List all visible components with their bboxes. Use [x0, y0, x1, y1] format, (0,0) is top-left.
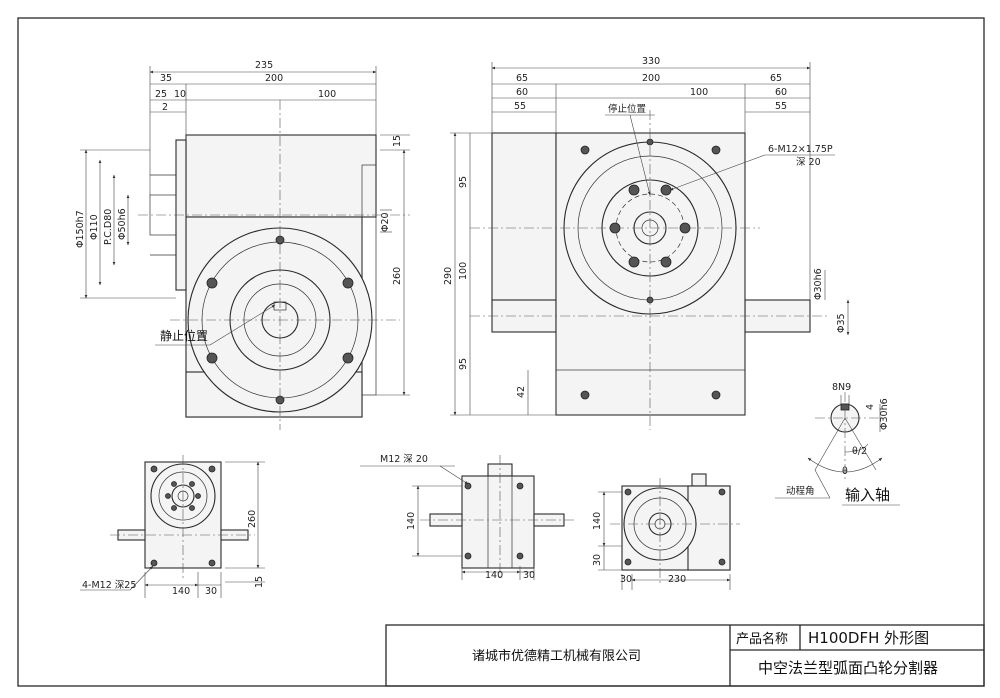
dim-phi20: Φ20 — [380, 212, 391, 232]
sv3-dim-30-h: 30 — [620, 574, 632, 585]
sv1-dim-140: 140 — [172, 586, 190, 597]
sv3-dim-230: 230 — [668, 574, 686, 585]
sv1-hole-note: 4-M12 深25 — [82, 580, 136, 591]
side-hole-note-2: 深 20 — [796, 157, 821, 168]
product-name-label: 产品名称 — [736, 631, 788, 647]
sv2-dim-140-h: 140 — [485, 570, 503, 581]
sv3-dim-140: 140 — [592, 512, 603, 530]
shaft-detail: 8N9 4 Φ30h6 θ/2 θ 动程角 输入轴 — [775, 382, 900, 506]
side-dim-phi30h6: Φ30h6 — [813, 268, 824, 300]
side-dim-42: 42 — [516, 386, 527, 398]
side-dim-200: 200 — [642, 73, 660, 84]
side-dim-100-v: 100 — [458, 262, 469, 280]
side-dim-290: 290 — [443, 267, 454, 285]
sv1-dim-30: 30 — [205, 586, 217, 597]
dim-phi110: Φ110 — [89, 214, 100, 240]
side-dim-phi35: Φ35 — [836, 313, 847, 333]
sv1-dim-260: 260 — [247, 510, 258, 528]
side-dim-55-right: 55 — [775, 101, 787, 112]
shaft-dim-4: 4 — [865, 404, 876, 410]
side-dim-65-right: 65 — [770, 73, 782, 84]
dim-235: 235 — [255, 60, 273, 71]
small-view-2: M12 深 20 140 140 30 — [360, 454, 575, 581]
dim-25: 25 — [155, 89, 167, 100]
side-hole-note-1: 6-M12×1.75P — [768, 144, 833, 155]
small-view-3: 140 30 30 230 — [592, 473, 740, 590]
input-shaft-label: 输入轴 — [845, 486, 890, 504]
shaft-half-angle: θ/2 — [852, 446, 867, 457]
dim-2: 2 — [162, 102, 168, 113]
side-dim-65-left: 65 — [516, 73, 528, 84]
dim-15: 15 — [392, 135, 403, 147]
shaft-angle-theta: θ — [842, 466, 848, 477]
dim-100: 100 — [318, 89, 336, 100]
side-stop-position-label: 停止位置 — [608, 103, 646, 115]
front-view: 235 35 200 25 10 100 2 Φ150h7 Φ110 P.C.D… — [75, 60, 410, 430]
sv1-dim-15: 15 — [254, 576, 265, 588]
side-dim-330: 330 — [642, 56, 660, 67]
dim-35: 35 — [160, 73, 172, 84]
side-dim-100: 100 — [690, 87, 708, 98]
side-dim-95-bottom: 95 — [458, 358, 469, 370]
dim-phi50h6: Φ50h6 — [117, 208, 128, 240]
side-view: 330 65 200 65 60 60 100 55 55 290 95 100… — [443, 56, 850, 430]
company-name: 诸城市优德精工机械有限公司 — [472, 648, 641, 664]
side-dim-55-left: 55 — [514, 101, 526, 112]
side-dim-60-left: 60 — [516, 87, 528, 98]
dim-phi150h7: Φ150h7 — [75, 210, 86, 248]
front-stop-position-label: 静止位置 — [160, 328, 208, 343]
shaft-dia-phi30h6: Φ30h6 — [879, 398, 890, 430]
dim-pcd80: P.C.D80 — [103, 209, 114, 245]
sv2-hole-note: M12 深 20 — [380, 454, 428, 465]
product-description: 中空法兰型弧面凸轮分割器 — [758, 659, 938, 677]
small-view-1: 260 15 140 30 4-M12 深25 — [80, 455, 265, 598]
front-housing-top — [185, 134, 377, 218]
dim-260: 260 — [392, 267, 403, 285]
sv2-dim-140-v: 140 — [406, 512, 417, 530]
product-model: H100DFH 外形图 — [808, 629, 929, 647]
motion-angle-label: 动程角 — [786, 485, 815, 497]
sv2-dim-30: 30 — [523, 570, 535, 581]
dim-200: 200 — [265, 73, 283, 84]
sv3-dim-30-v: 30 — [592, 554, 603, 566]
dim-10: 10 — [174, 89, 186, 100]
side-dim-95-top: 95 — [458, 176, 469, 188]
shaft-key-8n9: 8N9 — [832, 382, 851, 393]
sv2-body — [461, 475, 535, 569]
side-dim-60-right: 60 — [775, 87, 787, 98]
side-left-shaft-block — [491, 132, 557, 309]
title-block: 诸城市优德精工机械有限公司 产品名称 H100DFH 外形图 中空法兰型弧面凸轮… — [385, 624, 985, 687]
sheet-border — [17, 17, 985, 687]
